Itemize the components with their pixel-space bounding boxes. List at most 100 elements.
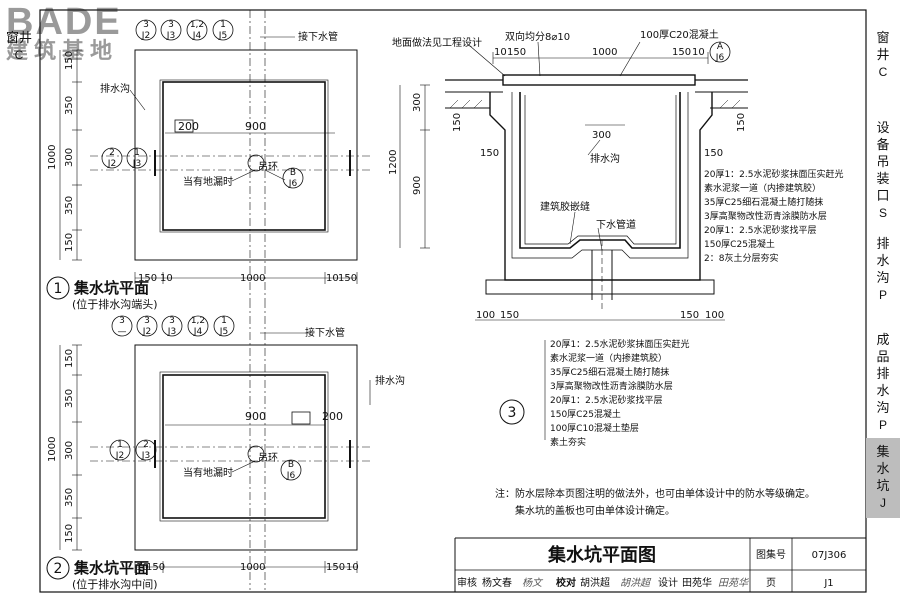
section-3-wall-layer-4: 3厚高聚物改性沥青涂膜防水层 [704, 210, 827, 222]
section-3-cover-callout: A J6 [709, 41, 731, 63]
plan-1-dim-bottom-1: 150 [138, 273, 157, 284]
left-index: 窗井 C [2, 0, 36, 600]
notes-line-1: 防水层除本页图注明的做法外，也可由单体设计中的防水等级确定。 [515, 487, 815, 500]
plan-2-callouts: 3 — 3 J2 3 J3 1,2 J4 1 J5 [111, 315, 235, 337]
section-3-bottom-dim-3: 150 [680, 310, 699, 321]
section-3-wall-layer-3: 35厚C25细石混凝土随打随抹 [704, 196, 823, 208]
page-number: J1 [823, 578, 833, 589]
plan-1-dim-bottom-4: 10 [326, 273, 339, 284]
section-3-top-dim-5: 10 [692, 47, 705, 58]
sign-design-signature: 田苑华 [718, 577, 749, 589]
right-index-window-well-code: C [878, 65, 888, 79]
plan-2-dim-900: 900 [245, 410, 266, 423]
section-3-wall-layer-6: 150厚C25混凝土 [704, 238, 775, 250]
section-3-floor-layer-4: 3厚高聚物改性沥青涂膜防水层 [550, 380, 673, 392]
section-3-drain-label: 下水管道 [596, 218, 636, 231]
section-3-top-dim-1: 10 [494, 47, 507, 58]
plan-2-subtitle: (位于排水沟中间) [72, 577, 158, 591]
plan-2-dim-200: 200 [322, 410, 343, 423]
plan-1-title: 集水坑平面 [73, 279, 149, 297]
plan-2-caption: 2 集水坑平面 (位于排水沟中间) [46, 556, 158, 591]
plan-1-callouts: 3 J2 3 J3 1,2 J4 1 J5 [135, 19, 234, 41]
section-3-top-dim-2: 150 [507, 47, 526, 58]
page-label: 页 [766, 577, 776, 589]
section-3-cover-label: 100厚C20混凝土 [640, 28, 719, 41]
title-block-frame [454, 537, 866, 592]
right-index-drain-ditch: 排水沟 P [876, 236, 890, 304]
right-index-drain-ditch-label: 排水沟 [876, 237, 890, 286]
plan-2-dim-bottom-3: 1000 [240, 562, 265, 573]
right-index-sump-pit: 集水坑 J [866, 438, 900, 518]
plan-2-section-callouts: 1 J2 2 J3 B J6 [109, 439, 302, 481]
section-3-bottom-dim-1: 100 [476, 310, 495, 321]
plan-1-callout-2-top: 3 [168, 20, 174, 30]
section-3-number: 3 [508, 405, 517, 421]
plan-2-dim-left-1: 150 [64, 349, 75, 368]
section-3-wall-layer-5: 20厚1：2.5水泥砂浆找平层 [704, 224, 817, 236]
section-3-floor-layer-5: 20厚1：2.5水泥砂浆找平层 [550, 394, 663, 406]
right-index-equipment-hatch-label: 设备吊装口 [876, 121, 890, 204]
plan-1-dim-bottom-5: 150 [338, 273, 357, 284]
section-3-left-dim-2: 900 [412, 176, 423, 195]
section-3-top-dim-3: 1000 [592, 47, 617, 58]
plan-2-ring-callout-top: B [288, 460, 294, 470]
plan-2-dim-left-3: 300 [64, 441, 75, 460]
section-3-wall-layer-7: 2：8灰土分层夯实 [704, 252, 778, 264]
section-3-floor-label: 地面做法见工程设计 [392, 36, 482, 49]
sign-check-name: 胡洪超 [580, 576, 610, 589]
plan-1-caption: 1 集水坑平面 (位于排水沟端头) [46, 276, 158, 311]
section-3-ditch-label: 排水沟 [590, 152, 620, 165]
right-index-window-well: 窗井 C [876, 30, 890, 81]
section-3-cover-callout-bottom: J6 [715, 53, 725, 63]
plan-1-dim-left-2: 350 [64, 96, 75, 115]
plan-2-bottom-dimensions: 10 150 1000 150 10 [136, 562, 359, 573]
plan-1-drain-pipe-label: 接下水管 [298, 30, 338, 43]
sign-design-name: 田苑华 [682, 576, 712, 589]
plan-2-dim-left-2: 350 [64, 389, 75, 408]
left-index-window-well: 窗井 C [2, 30, 36, 64]
watermark-brand: BADE [6, 1, 122, 43]
drawing-title: 集水坑平面图 [547, 544, 656, 566]
plan-1-sec-callout-a-top: 2 [109, 148, 115, 158]
plan-1-callout-3-bottom: J4 [192, 31, 202, 41]
plan-1-section-callouts: 2 J2 1 J3 B J6 [101, 147, 304, 189]
section-3-wall-layer-1: 20厚1：2.5水泥砂浆抹面压实赶光 [704, 168, 844, 180]
watermark-logo: BADE 建筑基地 [6, 1, 122, 64]
right-index: 窗井 C 设备吊装口 S 排水沟 P 成品排水沟 P 集水坑 J [866, 0, 900, 600]
atlas-number: 07J306 [812, 550, 847, 561]
plan-1-callout-1-bottom: J2 [141, 31, 150, 41]
watermark-site: 建筑基地 [6, 39, 119, 64]
section-3-dim-300: 300 [592, 130, 611, 141]
plan-2-ring-label: 吊环 [258, 452, 278, 464]
plan-1-dim-left-3: 300 [64, 148, 75, 167]
plan-1-ring-label: 吊环 [258, 161, 278, 173]
plan-2-sec-callout-a-top: 1 [117, 440, 123, 450]
plan-2-callout-4-bottom: J4 [193, 327, 203, 337]
section-3-floor-layer-8: 素土夯实 [550, 436, 586, 448]
plan-2-sec-callout-b-bottom: J3 [141, 451, 150, 461]
plan-2-sec-callout-b-top: 2 [143, 440, 149, 450]
plan-1-dim-bottom-3: 1000 [240, 273, 265, 284]
plan-1-sec-callout-b-top: 1 [134, 148, 140, 158]
plan-2-dim-bottom-4: 150 [326, 562, 345, 573]
section-3-bottom-dim-2: 150 [500, 310, 519, 321]
sign-check-label: 校对 [556, 576, 576, 589]
plan-1-dim-left-5: 150 [64, 233, 75, 252]
plan-1-subtitle: (位于排水沟端头) [72, 297, 158, 311]
plan-1-callout-2-bottom: J3 [166, 31, 175, 41]
section-3-cover-callout-top: A [717, 42, 724, 52]
plan-2-number: 2 [54, 561, 63, 577]
right-index-prefab-ditch: 成品排水沟 P [876, 332, 890, 434]
section-3-small-dimensions: 150 150 150 150 300 [452, 113, 747, 159]
plan-2-callout-2-bottom: J2 [142, 327, 151, 337]
sign-review-name: 杨文春 [482, 576, 512, 589]
section-3-bottom-dim-4: 100 [705, 310, 724, 321]
plan-1-dim-200: 200 [178, 120, 199, 133]
right-index-sump-pit-code: J [880, 496, 886, 510]
section-3-left-dimensions: 300 900 1200 [388, 93, 423, 195]
sign-design-label: 设计 [658, 576, 678, 589]
section-3-floor-layer-7: 100厚C10混凝土垫层 [550, 422, 639, 434]
plan-2-left-dimensions: 150 350 300 350 150 1000 [47, 349, 75, 543]
section-3-wall-layer-2: 素水泥浆一道（内掺建筑胶） [704, 182, 821, 194]
